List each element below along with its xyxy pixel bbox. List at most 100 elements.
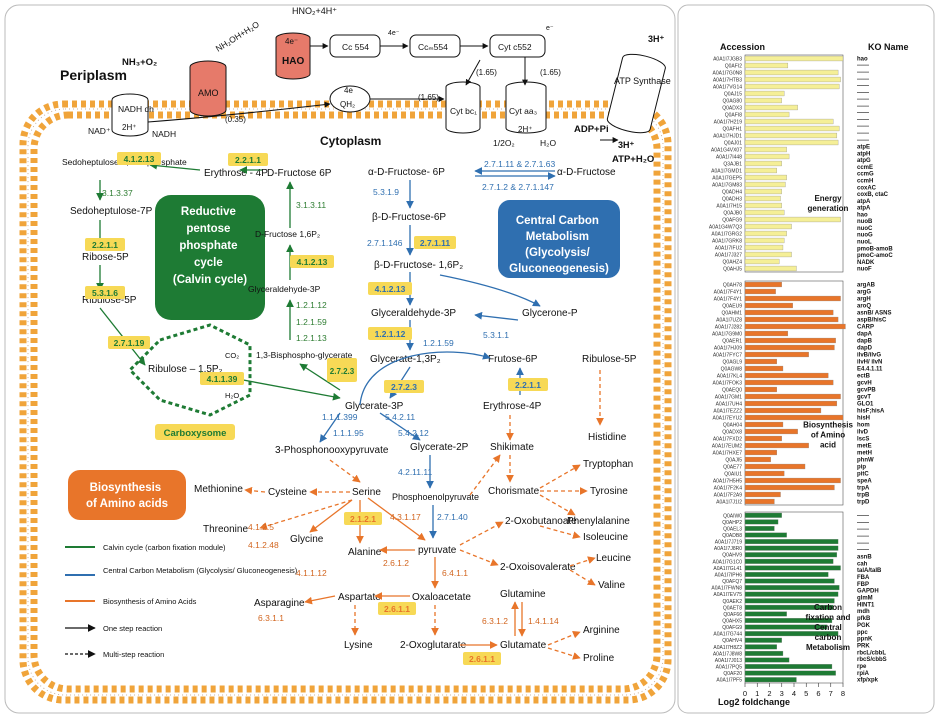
ec-ccm-k-box: [508, 378, 548, 391]
ec-aa-j: 6.3.1.2: [482, 616, 508, 626]
ko-name-label: nuoL: [857, 240, 872, 246]
asp-node: Aspartate: [338, 592, 381, 603]
ko-name-label: ------: [857, 63, 869, 69]
g3p-node: Glyceraldehyde-3P: [248, 284, 321, 294]
accession-label: A0A1I7H219: [714, 120, 743, 126]
accession-label: A0A1I7FXD2: [713, 437, 742, 443]
accession-label: A0A1I7EUM2: [712, 444, 743, 450]
accession-label: A0A1I7JGB3: [713, 57, 742, 63]
ko-name-label: ppnK: [857, 637, 873, 643]
foldchange-bar: [744, 365, 784, 372]
foldchange-bar: [744, 591, 839, 597]
cytoplasm-label: Cytoplasm: [320, 134, 381, 148]
foldchange-bar: [744, 302, 793, 309]
h2o-label: H₂O: [540, 138, 556, 148]
accession-label: Q0ADH3: [722, 197, 742, 203]
accession-label: A0A1I7FYC7: [713, 353, 742, 359]
foldchange-bar: [744, 309, 834, 316]
atp-label: ATP+H₂O: [612, 154, 654, 165]
calvin-title-l4: cycle: [194, 257, 223, 269]
ko-name-label: rpe: [857, 664, 867, 670]
foldchange-bar: [744, 195, 781, 202]
h3-bottom-label: 3H⁺: [618, 140, 635, 150]
ko-name-label: ------: [857, 138, 869, 144]
ru5p-node: Ribulose-5P: [82, 295, 137, 306]
ko-name-label: aroQ: [857, 304, 871, 310]
accession-label: Q0AHJ5: [723, 267, 742, 273]
foldchange-bar: [744, 62, 789, 69]
accession-label: Q0AGW8: [721, 367, 743, 373]
ko-header: KO Name: [868, 42, 909, 52]
accession-label: A0A1I7J8W8: [713, 651, 742, 657]
v035: (0.35): [225, 115, 246, 124]
right-panel-frame: [677, 4, 935, 714]
ccm-title-l1: Central Carbon: [516, 215, 599, 227]
ko-name-label: argG: [857, 290, 871, 296]
foldchange-bar: [744, 539, 839, 545]
foldchange-bar: [744, 578, 835, 584]
ec-ccm-h-box: [368, 327, 412, 340]
ec-aa-d: 4.1.2.48: [248, 540, 279, 550]
ec-ccm-m: 1.1.1.95: [333, 428, 364, 438]
accession-label: Q0AEL3: [723, 526, 742, 532]
foldchange-bar: [744, 337, 836, 344]
accession-label: A0A1I7GRK8: [712, 239, 742, 245]
ru5p-ccm-node: Ribulose-5P: [582, 354, 637, 365]
foldchange-bar: [744, 637, 782, 643]
ec-ccm-f-box: [368, 282, 412, 295]
foldchange-bar: [744, 265, 797, 272]
qh2-e-label: 4e: [344, 86, 353, 95]
foldchange-bar: [744, 477, 841, 484]
hao-cylinder: [275, 38, 311, 80]
ko-name-label: ------: [857, 513, 869, 519]
ec-aa-l-box: [463, 652, 501, 665]
aa-title-l1: Biosynthesis: [90, 482, 162, 494]
atp-synthase: [606, 57, 666, 134]
foldchange-bar: [744, 484, 835, 491]
amo-label: AMO: [198, 88, 219, 98]
group-name-label: Metabolism: [806, 643, 850, 652]
met-node: Methionine: [194, 484, 243, 495]
bpg-ccm-node: Glycerate-1,3P₂: [370, 354, 441, 365]
atp-synthase-label: ATP Synthase: [614, 76, 671, 86]
ko-name-label: dapA: [857, 332, 873, 338]
leu-node: Leucine: [596, 553, 631, 564]
f6p-node: D-Fructose 6P: [267, 168, 332, 179]
ko-name-label: phnW: [857, 458, 874, 464]
accession-label: Q0AHZ4: [723, 260, 743, 266]
group-name-label: of Amino: [811, 430, 845, 439]
g2p-node: Glycerate-2P: [410, 442, 469, 453]
accession-label: A0A1I7H8Z2: [713, 645, 742, 651]
accession-label: Q0AEK2: [723, 599, 743, 605]
xlabel: Log2 foldchange: [718, 697, 790, 707]
aa-enzymes: 2.1.2.1 4.3.1.17 4.1.2.5 4.1.2.48 2.6.1.…: [248, 512, 559, 665]
accession-label: A0A1I7GMD1: [711, 169, 742, 175]
accession-label: A0A1I7G1C0: [713, 559, 743, 565]
ec-calvin-4: 5.3.1.6: [92, 288, 118, 298]
foldchange-bar: [744, 202, 782, 209]
his-node: Histidine: [588, 432, 627, 443]
foldchange-bar: [744, 174, 787, 181]
shik-node: Shikimate: [490, 442, 534, 453]
trp-node: Tryptophan: [583, 459, 633, 470]
carboxysome-label: Carboxysome: [164, 428, 227, 439]
ko-name-label: hisH: [857, 416, 870, 422]
x-tick-label: 0: [743, 689, 747, 698]
foldchange-bar: [744, 160, 782, 167]
ko-name-label: hom: [857, 423, 870, 429]
foldchange-bar: [744, 167, 778, 174]
cc554-label: Cc 554: [342, 42, 369, 52]
ec-calvin-9-box: [290, 255, 334, 268]
x-tick-label: 1: [755, 689, 759, 698]
foldchange-bar: [744, 181, 786, 188]
ala-node: Alanine: [348, 547, 382, 558]
ko-name-label: atpG: [857, 158, 871, 164]
ec-aa-e: 2.6.1.2: [383, 558, 409, 568]
ec-ccm-j-box: [384, 380, 424, 393]
foldchange-bar: [744, 76, 841, 83]
ko-name-label: rbcS/cbbS: [857, 657, 887, 663]
v165a: (1.65): [476, 68, 497, 77]
group-name-label: Energy: [814, 194, 842, 203]
ko-name-label: ------: [857, 97, 869, 103]
gap-node: Glyceraldehyde-3P: [371, 308, 456, 319]
